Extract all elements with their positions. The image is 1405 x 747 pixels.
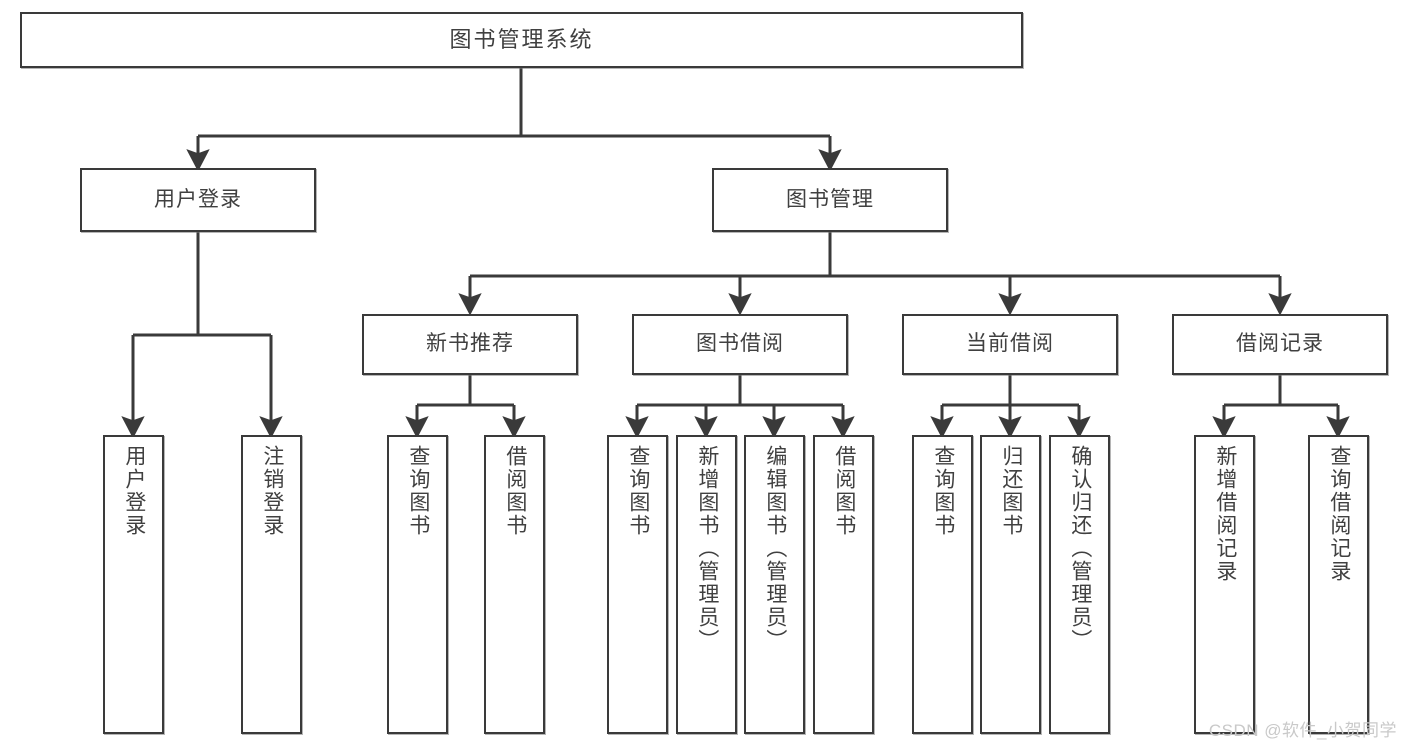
node-label: 查询图书 <box>406 445 430 537</box>
node-new-book-recommend[interactable]: 新书推荐 <box>362 314 578 375</box>
node-book-manage[interactable]: 图书管理 <box>712 168 948 232</box>
node-label: 借阅图书 <box>503 445 527 537</box>
node-label: 用户登录 <box>122 445 146 537</box>
node-label: 用户登录 <box>154 187 242 211</box>
node-leaf-query-record[interactable]: 查询借阅记录 <box>1308 435 1369 734</box>
node-leaf-confirm-return[interactable]: 确认归还（管理员） <box>1049 435 1110 734</box>
node-label: 注销登录 <box>260 445 284 537</box>
csdn-watermark: CSDN @软件_小贺同学 <box>1208 721 1397 740</box>
node-label: 新增借阅记录 <box>1213 445 1237 583</box>
node-label: 查询借阅记录 <box>1327 445 1351 583</box>
node-user-login[interactable]: 用户登录 <box>80 168 316 232</box>
node-label: 编辑图书（管理员） <box>763 445 787 652</box>
node-root-system[interactable]: 图书管理系统 <box>20 12 1023 68</box>
node-label: 借阅记录 <box>1236 332 1324 356</box>
node-leaf-add-book[interactable]: 新增图书（管理员） <box>676 435 737 734</box>
node-label: 确认归还（管理员） <box>1068 445 1092 652</box>
node-label: 新增图书（管理员） <box>695 445 719 652</box>
node-label: 借阅图书 <box>832 445 856 537</box>
node-label: 查询图书 <box>626 445 650 537</box>
node-label: 图书借阅 <box>696 332 784 356</box>
node-borrow-record[interactable]: 借阅记录 <box>1172 314 1388 375</box>
node-leaf-logout-login[interactable]: 注销登录 <box>241 435 302 734</box>
node-label: 图书管理系统 <box>449 27 594 53</box>
node-leaf-edit-book[interactable]: 编辑图书（管理员） <box>744 435 805 734</box>
node-label: 查询图书 <box>931 445 955 537</box>
node-leaf-query-book-2[interactable]: 查询图书 <box>607 435 668 734</box>
node-leaf-query-book-1[interactable]: 查询图书 <box>387 435 448 734</box>
node-leaf-borrow-book-1[interactable]: 借阅图书 <box>484 435 545 734</box>
node-leaf-user-login[interactable]: 用户登录 <box>103 435 164 734</box>
node-leaf-return-book[interactable]: 归还图书 <box>980 435 1041 734</box>
node-label: 归还图书 <box>999 445 1023 537</box>
node-leaf-borrow-book-2[interactable]: 借阅图书 <box>813 435 874 734</box>
node-leaf-query-book-3[interactable]: 查询图书 <box>912 435 973 734</box>
node-label: 图书管理 <box>786 187 874 211</box>
node-current-borrow[interactable]: 当前借阅 <box>902 314 1118 375</box>
node-label: 新书推荐 <box>426 332 514 356</box>
node-leaf-add-record[interactable]: 新增借阅记录 <box>1194 435 1255 734</box>
node-label: 当前借阅 <box>966 332 1054 356</box>
node-book-borrow[interactable]: 图书借阅 <box>632 314 848 375</box>
